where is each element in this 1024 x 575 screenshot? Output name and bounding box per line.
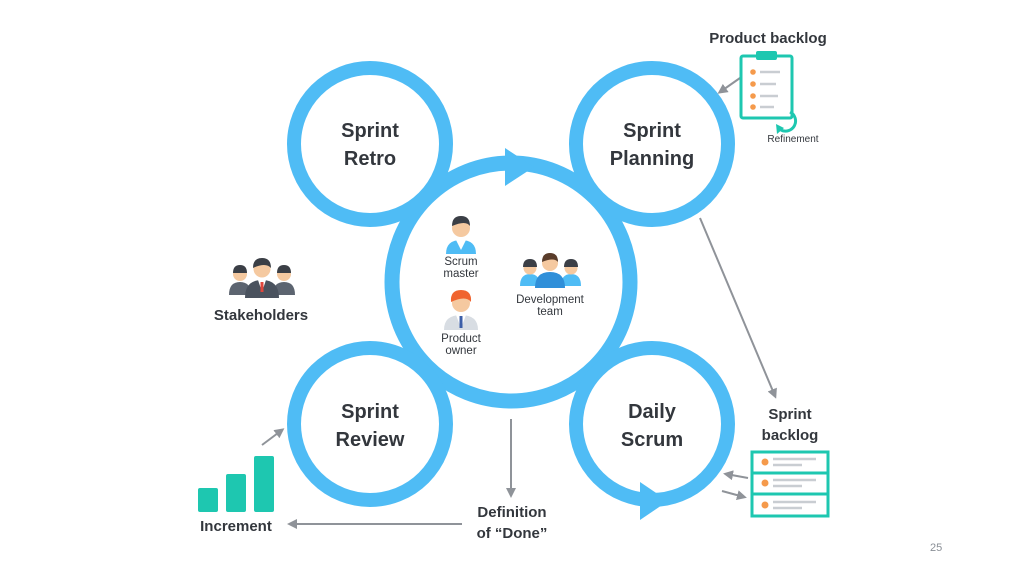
sprint-backlog-label: Sprint backlog: [745, 404, 835, 446]
daily-to-sprint-backlog-arrow: [721, 490, 747, 500]
sprint-backlog-to-daily-arrow: [723, 470, 749, 481]
refinement-loop-icon: [776, 110, 798, 134]
daily-scrum-label: Daily Scrum: [592, 398, 712, 454]
definition-of-done-label-line1: Definition: [477, 504, 547, 521]
sprint-backlog-label-line1: Sprint: [768, 406, 812, 423]
development-team-label-line1: Development: [516, 294, 584, 306]
scrum-master-avatar-icon: [446, 216, 476, 254]
product-backlog-label: Product backlog: [709, 30, 827, 47]
daily-scrum-label-line1: Daily: [628, 401, 676, 423]
stakeholders-avatar-icon: [229, 258, 295, 298]
product-owner-label-line1: Product: [441, 333, 481, 345]
scrum-master-label: Scrum master: [426, 256, 496, 280]
sprint-backlog-label-line2: backlog: [761, 427, 819, 444]
definition-of-done-label-line2: of “Done”: [476, 525, 548, 542]
definition-of-done-label: Definition of “Done”: [462, 502, 562, 544]
increment-to-review-arrow: [261, 428, 285, 446]
product-owner-label-line2: owner: [445, 345, 477, 357]
sprint-review-label: Sprint Review: [310, 398, 430, 454]
development-team-avatar-icon: [520, 253, 581, 288]
increment-bars-icon: [198, 456, 274, 512]
product-owner-avatar-icon: [444, 290, 478, 330]
product-owner-label: Product owner: [426, 333, 496, 357]
increment-label: Increment: [200, 518, 272, 535]
daily-scrum-label-line2: Scrum: [620, 429, 684, 451]
sprint-review-label-line2: Review: [335, 429, 405, 451]
development-team-label-line2: team: [537, 306, 563, 318]
sprint-review-ring: [287, 341, 453, 507]
scrum-master-label-line1: Scrum: [444, 256, 478, 268]
sprint-retro-label: Sprint Retro: [310, 117, 430, 173]
refinement-label: Refinement: [767, 134, 819, 145]
planning-to-sprint-backlog-arrow: [699, 217, 777, 399]
stakeholders-label: Stakeholders: [213, 307, 309, 324]
sprint-retro-label-line1: Sprint: [341, 120, 399, 142]
sprint-backlog-list-icon: [750, 450, 830, 518]
sprint-retro-label-line2: Retro: [343, 148, 397, 170]
product-backlog-clipboard-icon: [739, 51, 794, 120]
sprint-planning-label-line2: Planning: [609, 148, 695, 170]
sprint-planning-ring: [569, 61, 735, 227]
cycle-arrowhead-bottom: [640, 482, 668, 520]
sprint-planning-label: Sprint Planning: [592, 117, 712, 173]
cycle-arrowhead-top: [505, 148, 534, 186]
page-number: 25: [930, 542, 943, 554]
sprint-retro-ring: [287, 61, 453, 227]
sprint-planning-label-line1: Sprint: [623, 120, 681, 142]
scrum-master-label-line2: master: [443, 268, 479, 280]
development-team-label: Development team: [505, 294, 595, 318]
backlog-to-planning-arrow: [717, 77, 741, 94]
sprint-review-label-line1: Sprint: [341, 401, 399, 423]
